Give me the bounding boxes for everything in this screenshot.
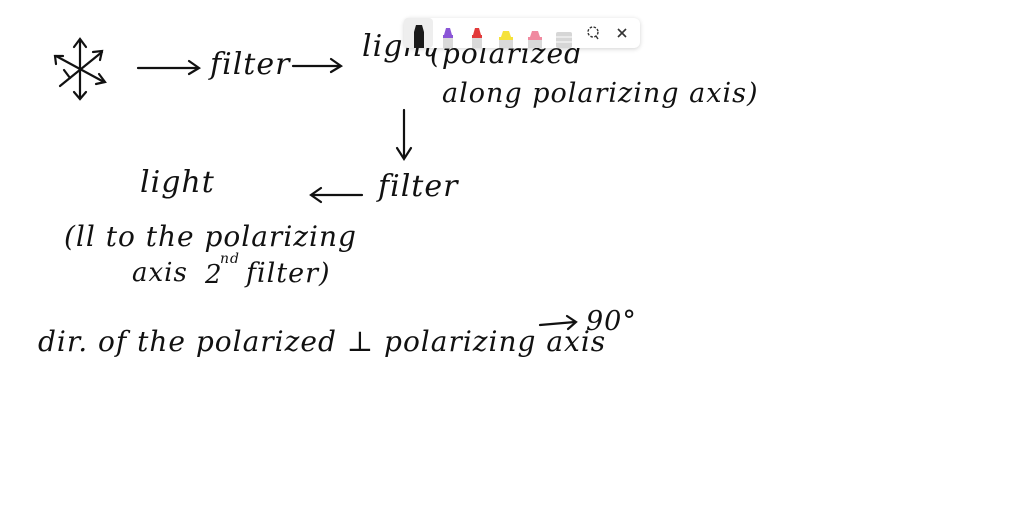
arrow-left [309, 186, 364, 204]
arrow-right-2 [291, 57, 344, 74]
note-filter-3: filter) [246, 258, 331, 289]
note-direction: dir. of the polarized ⊥ polarizing axis [38, 325, 607, 358]
eraser-icon[interactable] [549, 18, 578, 48]
note-nd: nd [220, 251, 240, 267]
pink-highlighter-icon[interactable] [520, 18, 549, 48]
arrow-down [395, 108, 413, 162]
arrow-right-3 [538, 314, 578, 331]
note-2: 2 [205, 260, 223, 290]
close-icon[interactable] [607, 18, 636, 48]
note-parallel: (ll to the polarizing [64, 220, 357, 253]
note-axis: axis [132, 258, 188, 288]
yellow-highlighter-icon[interactable] [491, 18, 520, 48]
red-pen-icon[interactable] [462, 18, 491, 48]
note-90-degrees: 90° [586, 306, 637, 337]
note-along-axis: along polarizing axis) [442, 78, 759, 109]
pen-toolbar [404, 18, 640, 48]
black-pen-icon[interactable] [404, 18, 433, 48]
purple-pen-icon[interactable] [433, 18, 462, 48]
unpolarized-light-symbol [53, 37, 107, 101]
lasso-icon[interactable] [578, 18, 607, 48]
note-light-2: light [140, 165, 215, 200]
note-filter-1: filter [210, 47, 291, 82]
arrow-right-1 [136, 59, 202, 76]
note-filter-2: filter [378, 169, 459, 204]
